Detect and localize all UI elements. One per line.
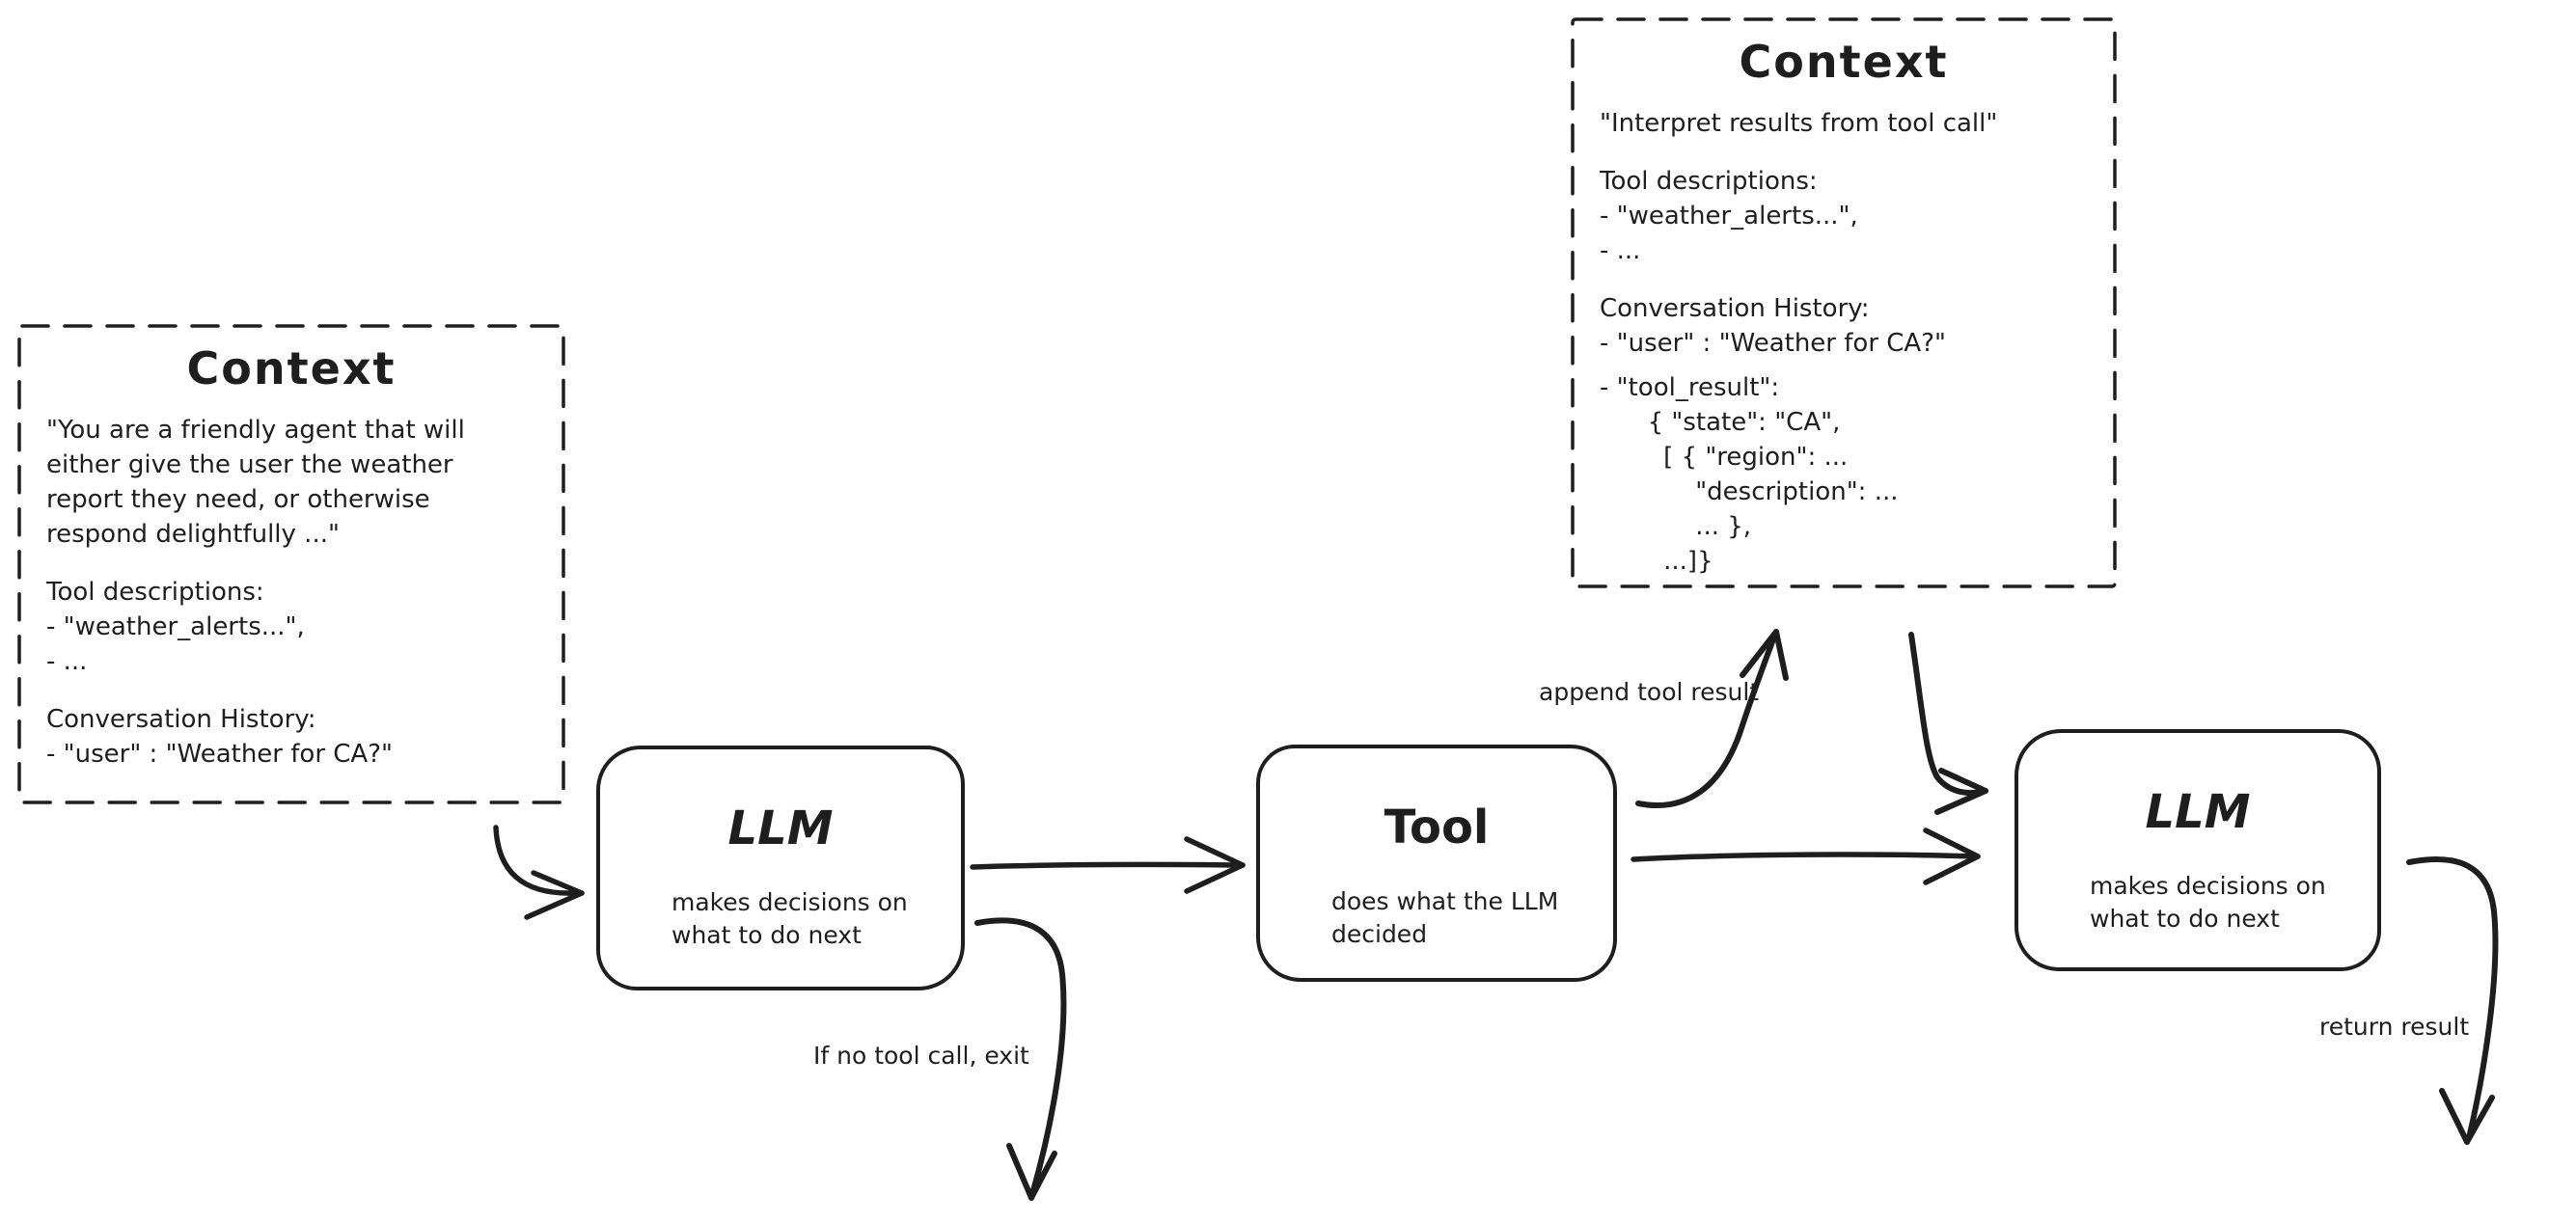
edge-llm1-to-tool-arrow	[970, 836, 1246, 894]
context-box-initial-title: Context	[186, 342, 397, 394]
context-box-after-tool-title: Context	[1739, 36, 1949, 88]
interpret-instruction-text: "Interpret results from tool call"	[1600, 109, 1998, 138]
conversation-history-text: Conversation History: - "user" : "Weathe…	[1600, 294, 1946, 358]
system-prompt-text: "You are a friendly agent that will eith…	[46, 416, 465, 549]
node-tool-subtitle: does what the LLM decided	[1331, 887, 1559, 948]
node-llm-first-title: LLM	[727, 801, 834, 855]
tool-descriptions-text: Tool descriptions: - "weather_alerts..."…	[1600, 167, 1858, 265]
node-llm-second-subtitle: makes decisions on what to do next	[2090, 872, 2326, 933]
edge-llm2-return-arrow	[2406, 856, 2499, 1145]
node-tool: Tool does what the LLM decided	[1256, 745, 1617, 982]
edge-tool-to-llm2-arrow	[1631, 828, 1981, 885]
conversation-history-text: Conversation History: - "user" : "Weathe…	[46, 705, 393, 769]
node-llm-second: LLM makes decisions on what to do next	[2014, 729, 2381, 971]
edge-label-append-tool-result: append tool result	[1539, 678, 1760, 706]
node-llm-first-subtitle: makes decisions on what to do next	[671, 888, 908, 949]
tool-descriptions-text: Tool descriptions: - "weather_alerts..."…	[46, 578, 305, 676]
context-left-border	[17, 324, 565, 804]
edge-label-return-result: return result	[2319, 1013, 2470, 1041]
edge-context-to-llm1-arrow	[493, 825, 585, 920]
edge-context2-to-llm2-arrow	[1908, 632, 1988, 815]
edge-tool-to-context2-arrow	[1635, 629, 1789, 808]
context-right-border	[1571, 17, 2117, 588]
context-box-initial: Context "You are a friendly agent that w…	[19, 326, 563, 802]
node-llm-second-title: LLM	[2145, 785, 2251, 839]
edge-llm1-exit-arrow	[974, 917, 1067, 1201]
edge-label-if-no-tool-call-exit: If no tool call, exit	[813, 1042, 1029, 1070]
context-box-after-tool: Context "Interpret results from tool cal…	[1573, 19, 2115, 586]
tool-result-text: - "tool_result": { "state": "CA", [ { "r…	[1600, 373, 1899, 576]
node-llm-first: LLM makes decisions on what to do next	[596, 746, 965, 990]
node-tool-title: Tool	[1384, 800, 1490, 855]
